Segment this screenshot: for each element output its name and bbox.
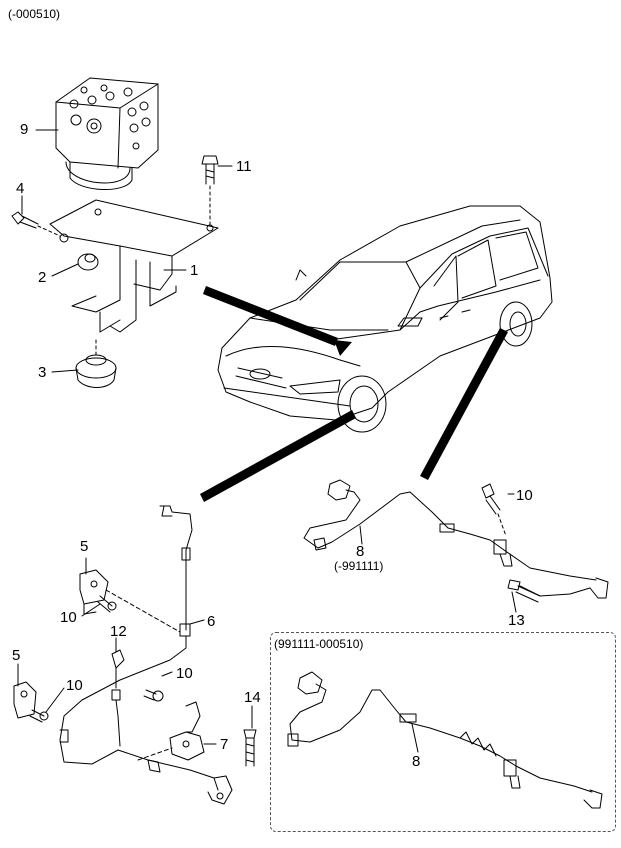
bolt-11 [201,155,219,227]
bolt-10-center [143,689,164,702]
callout-3[interactable]: 3 [38,364,47,381]
callout-12[interactable]: 12 [110,623,127,640]
callout-10-rear[interactable]: 10 [516,487,533,504]
bolt-10-upper [97,595,117,613]
callout-10-upper[interactable]: 10 [60,609,77,626]
bracket-5-upper [79,569,181,633]
callout-5-upper[interactable]: 5 [80,538,89,555]
bolt-13 [507,579,541,603]
rear-sensor-harness-b [287,671,603,809]
callout-8-upper[interactable]: 8 [356,543,365,560]
grommet-3 [75,339,117,388]
date-range-header: (-000510) [8,7,61,21]
callout-9[interactable]: 9 [20,121,29,138]
callout-8-lower[interactable]: 8 [412,753,421,770]
callout-2[interactable]: 2 [38,269,47,286]
callout-5-lower[interactable]: 5 [12,647,21,664]
clip-12 [111,649,125,689]
leader-arrows [200,286,508,502]
callout-4[interactable]: 4 [16,180,25,197]
abs-bracket [49,199,219,333]
inset-frame [270,632,616,832]
callout-6[interactable]: 6 [207,613,216,630]
bolt-14 [243,729,257,767]
callout-10-lower[interactable]: 10 [66,677,83,694]
callout-13[interactable]: 13 [508,612,525,629]
callout-14[interactable]: 14 [244,689,261,706]
callout-11[interactable]: 11 [236,158,252,175]
callout-1[interactable]: 1 [190,262,199,279]
front-sensor-harness [59,505,233,805]
rear-sensor-harness-a [303,479,609,599]
minivan [217,205,553,433]
inset-range-note: (991111-000510) [274,637,364,651]
bracket-7 [137,701,205,761]
bracket-5-lower [13,681,49,723]
bushing-2 [77,253,99,271]
callout-leaders [17,129,517,753]
abs-hydraulic-unit [55,77,159,191]
sensor-range-note: (-991111) [334,559,384,573]
callout-7[interactable]: 7 [220,736,229,753]
bolt-4 [11,211,61,237]
bolt-10-rear [481,483,507,537]
callout-10-center[interactable]: 10 [176,665,193,682]
